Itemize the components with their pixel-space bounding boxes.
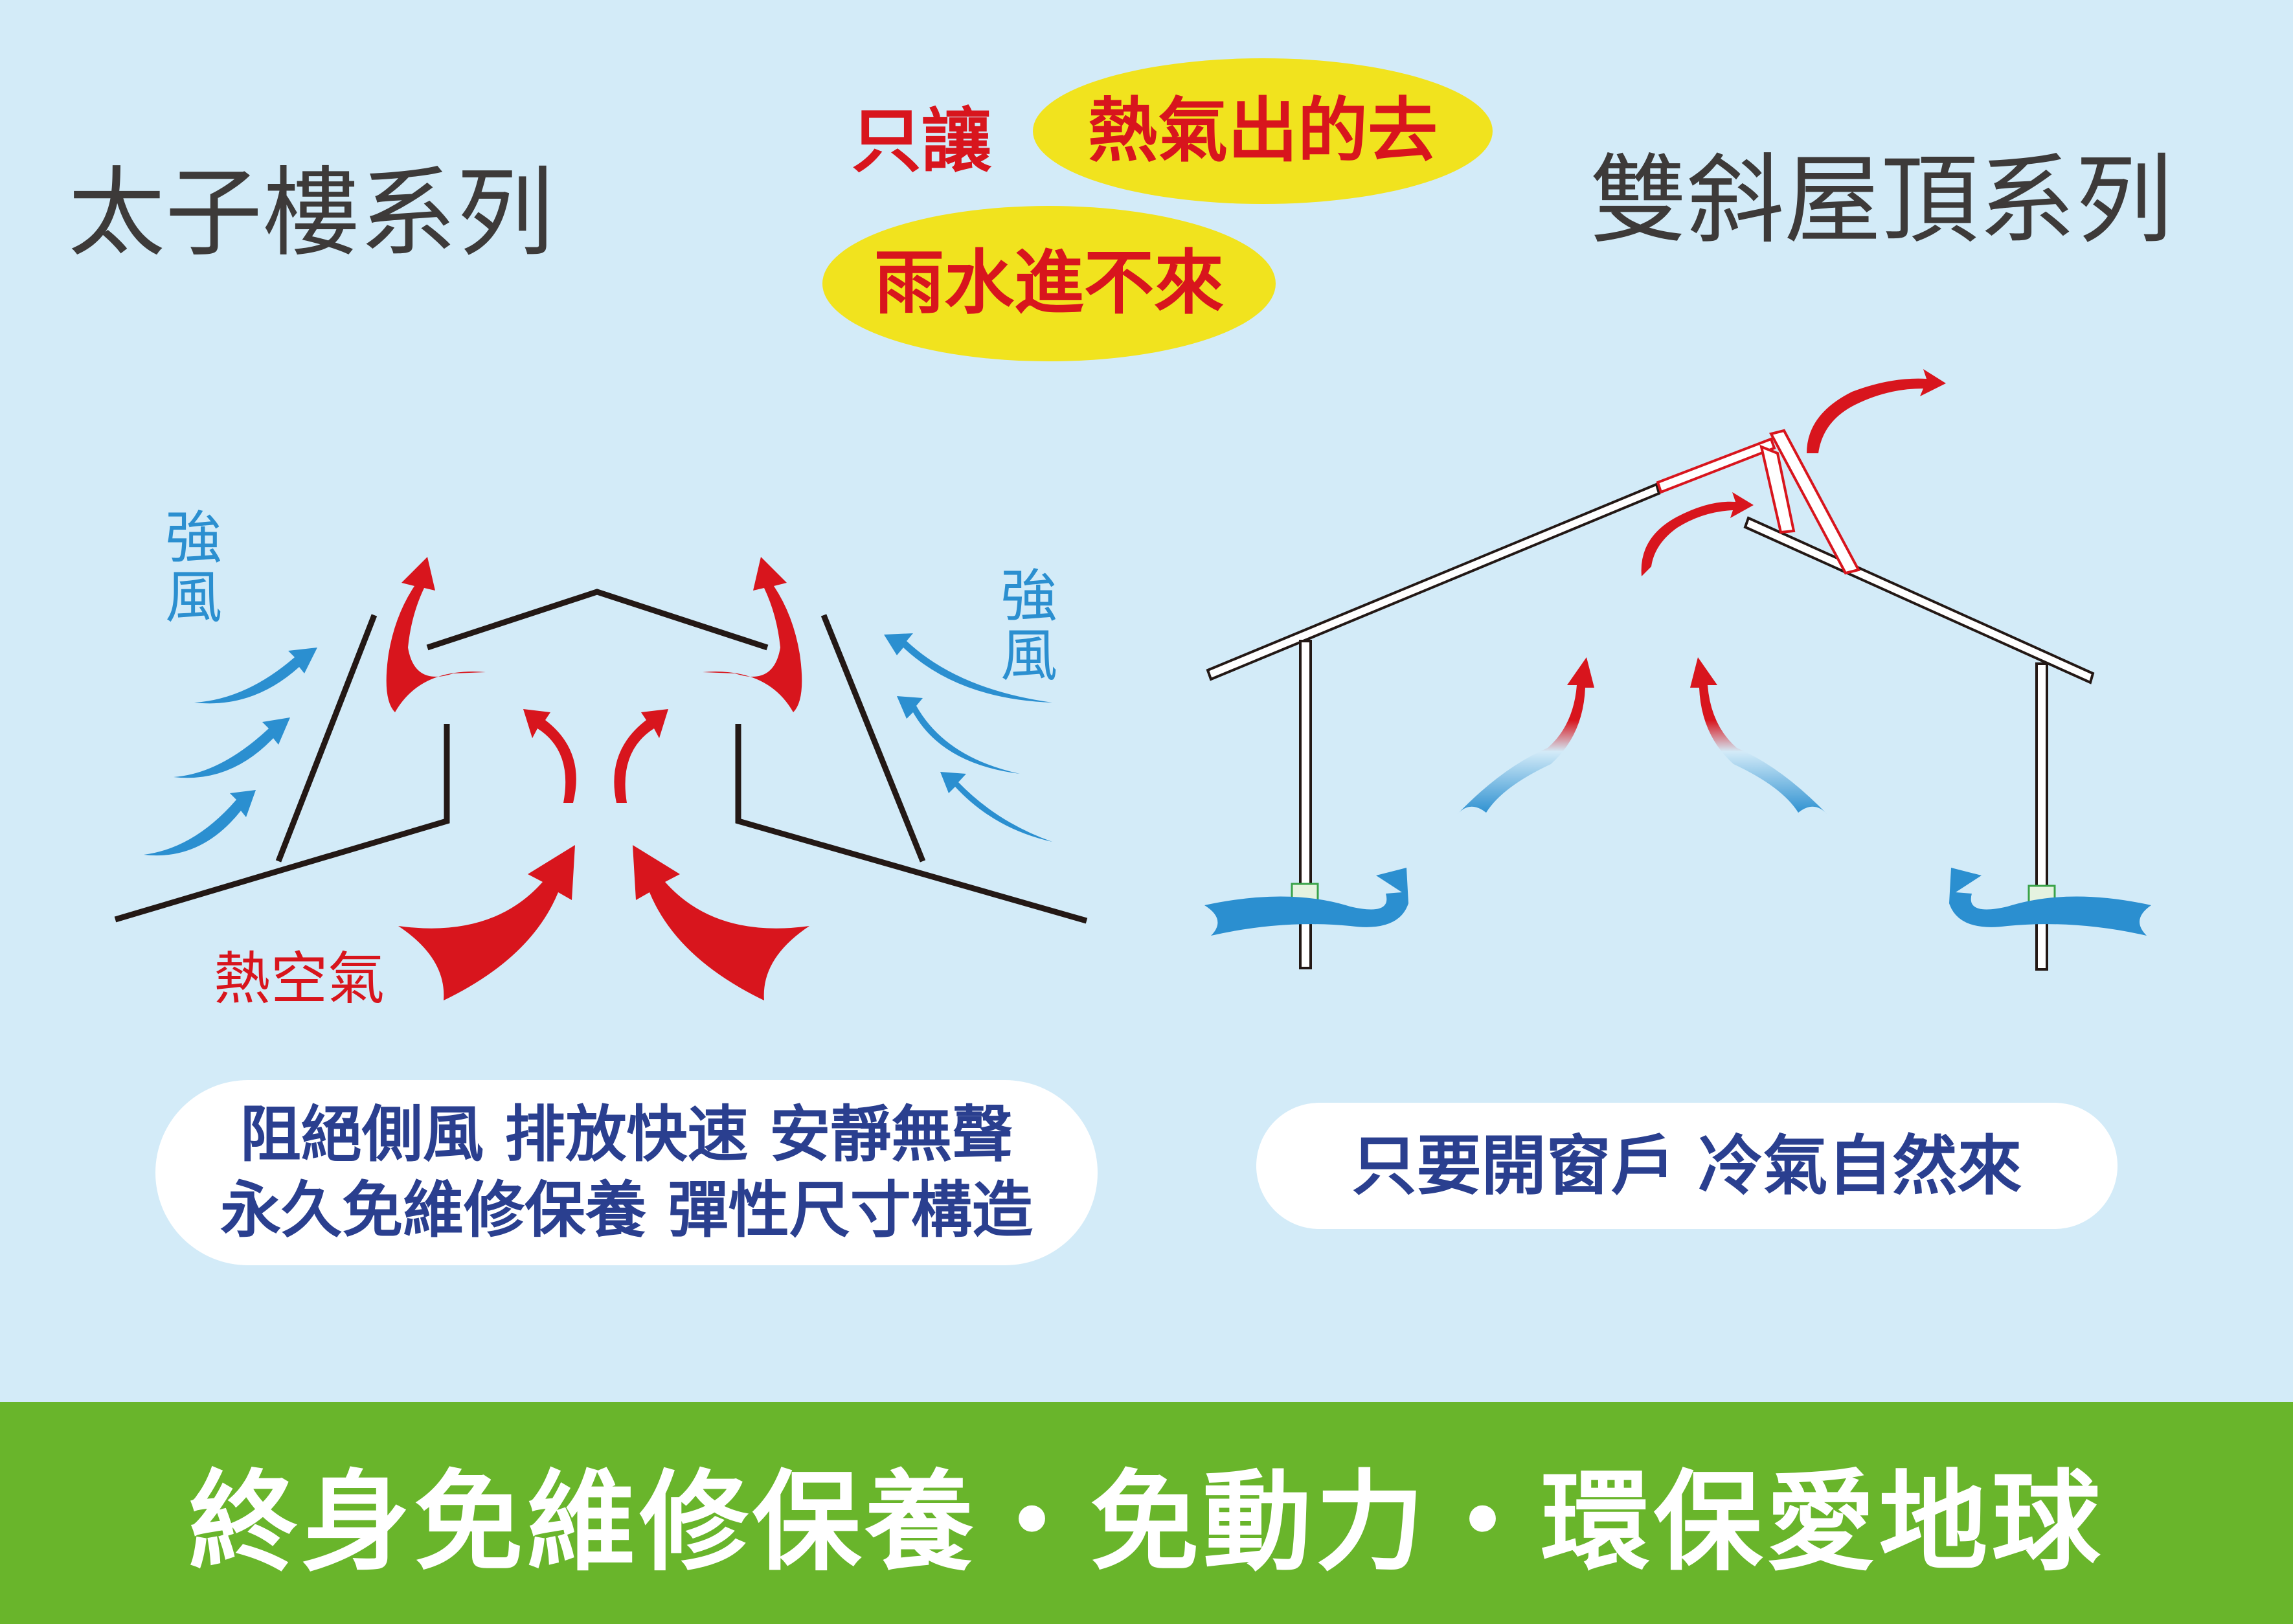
right-features-pill: 只要開窗戶 冷氣自然來 <box>1256 1103 2118 1229</box>
rising-air-arrows <box>1457 657 1827 815</box>
inner-hot-air-arrows <box>523 709 668 803</box>
footer-text: 終身免維修保養・免動力・環保愛地球 <box>188 1459 2105 1586</box>
slogan-prefix: 只讓 <box>852 101 992 182</box>
left-series-title: 太子樓系列 <box>68 157 554 270</box>
slogan-line2: 雨水進不來 <box>874 243 1224 324</box>
monitor-roof-structure <box>114 589 1088 924</box>
slogan-line1: 熱氣出的去 <box>1087 90 1438 172</box>
window-wind-arrows <box>1204 868 2151 936</box>
left-wind-arrows <box>144 648 317 856</box>
hot-air-label: 熱空氣 <box>214 945 385 1012</box>
right-series-title: 雙斜屋頂系列 <box>1590 144 2173 257</box>
wind-label-left: 強 風 <box>165 504 223 631</box>
slogan-oval-top: 熱氣出的去 <box>1033 58 1493 204</box>
left-features-line1: 阻絕側風 排放快速 安靜無聲 <box>240 1099 1013 1170</box>
right-features-line1: 只要開窗戶 冷氣自然來 <box>1351 1128 2022 1204</box>
ridge-exhaust-arrows <box>1641 369 1946 576</box>
wind-label-right: 強 風 <box>1000 563 1058 690</box>
slogan-oval-bottom: 雨水進不來 <box>822 206 1276 361</box>
monitor-hot-air-hooks <box>386 557 802 712</box>
footer-bar: 終身免維修保養・免動力・環保愛地球 <box>0 1402 2293 1624</box>
right-wind-arrows <box>884 633 1052 842</box>
bottom-hot-air-arrows <box>398 845 809 1000</box>
left-features-pill: 阻絕側風 排放快速 安靜無聲 永久免維修保養 彈性尺寸構造 <box>155 1080 1098 1265</box>
left-features-line2: 永久免維修保養 彈性尺寸構造 <box>220 1175 1033 1246</box>
